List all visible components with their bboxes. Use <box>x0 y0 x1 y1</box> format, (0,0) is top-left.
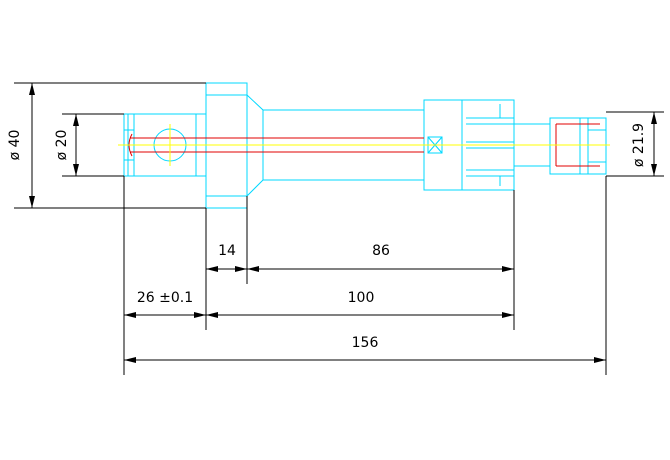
dimension-lines <box>14 82 664 375</box>
dim-dia-20: ø 20 <box>54 130 70 161</box>
dim-length-100: 100 <box>348 290 375 306</box>
dim-dia-21-9: ø 21.9 <box>631 123 647 167</box>
tip-nut <box>549 117 607 175</box>
dim-length-14: 14 <box>218 243 236 259</box>
centerline <box>118 124 610 166</box>
dim-length-26: 26 ±0.1 <box>137 290 193 306</box>
dim-length-86: 86 <box>372 243 390 259</box>
dim-length-156: 156 <box>352 335 379 351</box>
dim-dia-40: ø 40 <box>7 130 23 161</box>
